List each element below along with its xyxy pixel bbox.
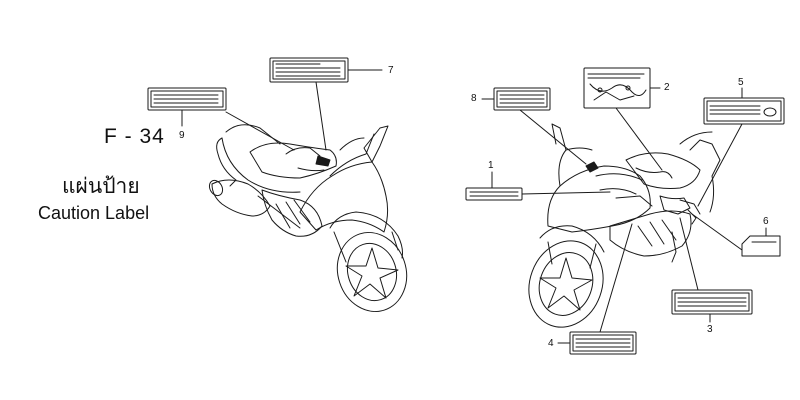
label-9-graphic [147, 87, 227, 127]
label-3-graphic [671, 289, 753, 323]
label-8-graphic [481, 87, 551, 111]
callout-9: 9 [179, 130, 185, 141]
figure-title-english: Caution Label [38, 203, 150, 223]
callout-4: 4 [548, 338, 554, 349]
callout-3: 3 [707, 324, 713, 335]
figure-title-thai: แผ่นป้าย [62, 174, 140, 198]
callout-1: 1 [488, 160, 494, 171]
leader-lines [225, 81, 743, 333]
label-7-graphic [269, 57, 383, 83]
callout-7: 7 [388, 65, 394, 76]
callout-6: 6 [763, 216, 769, 227]
motorcycle-left-drawing [208, 124, 408, 312]
callout-8: 8 [471, 93, 477, 104]
motorcycle-right-drawing [528, 123, 721, 328]
callout-5: 5 [738, 77, 744, 88]
label-4-graphic [557, 331, 637, 355]
label-5-graphic [703, 87, 785, 125]
label-6-graphic [741, 227, 781, 257]
label-1-graphic [465, 171, 523, 201]
label-2-graphic [583, 67, 661, 109]
callout-2: 2 [664, 82, 670, 93]
figure-code: F - 34 [104, 125, 165, 148]
